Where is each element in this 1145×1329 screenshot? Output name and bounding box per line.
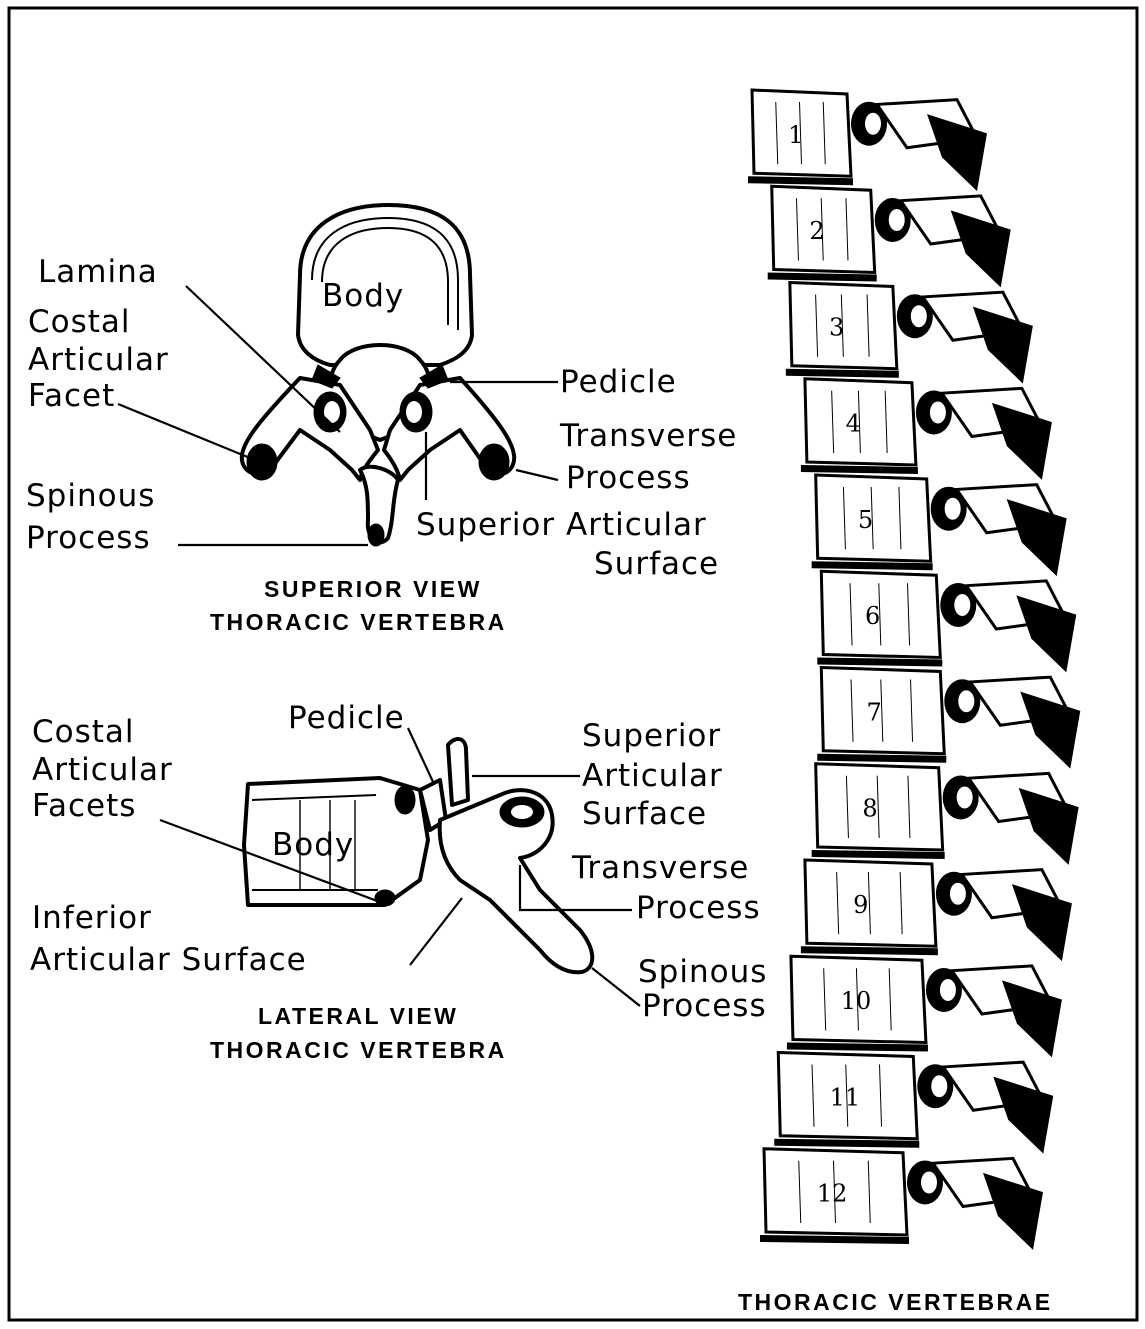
intervertebral-disc bbox=[817, 754, 946, 763]
label-costal-articular-facet-2: Articular bbox=[28, 342, 169, 378]
intervertebral-disc bbox=[748, 176, 853, 185]
rib-facet-hole bbox=[953, 593, 971, 617]
vertebra-number: 6 bbox=[865, 602, 880, 630]
vertebra-number: 2 bbox=[809, 217, 824, 245]
label-spinous-process-1: Spinous bbox=[26, 478, 155, 514]
label-lat-transverse-1: Transverse bbox=[571, 850, 749, 886]
superior-view-drawing bbox=[242, 205, 514, 546]
label-lamina: Lamina bbox=[38, 254, 158, 290]
label-lat-superior-3: Surface bbox=[582, 796, 707, 832]
intervertebral-disc bbox=[812, 850, 945, 859]
label-costal-articular-facet-1: Costal bbox=[28, 304, 131, 340]
label-lat-transverse-2: Process bbox=[636, 890, 761, 926]
intervertebral-disc bbox=[768, 273, 877, 282]
label-lat-spinous-2: Process bbox=[642, 988, 767, 1024]
spinous-process bbox=[1007, 499, 1067, 576]
rib-facet-hole bbox=[920, 1170, 938, 1194]
label-costal-articular-facet-3: Facet bbox=[28, 378, 115, 414]
intervertebral-disc bbox=[812, 561, 933, 570]
spinous-process bbox=[1012, 884, 1072, 961]
rib-facet-hole bbox=[944, 497, 962, 521]
rib-facet-hole bbox=[939, 978, 957, 1002]
rib-facet-hole bbox=[949, 882, 967, 906]
spinous-process bbox=[1002, 980, 1062, 1057]
intervertebral-disc bbox=[787, 1043, 928, 1052]
intervertebral-disc bbox=[801, 946, 938, 955]
label-superior-articular-surface-1: Superior Articular bbox=[416, 507, 707, 543]
rib-facet-hole bbox=[929, 400, 947, 424]
label-lat-pedicle: Pedicle bbox=[288, 700, 405, 736]
label-lat-superior-2: Articular bbox=[582, 758, 723, 794]
label-transverse-process-2: Process bbox=[566, 460, 691, 496]
spinous-process bbox=[1019, 788, 1079, 865]
intervertebral-disc bbox=[774, 1139, 919, 1148]
caption-lateral-view-line2: THORACIC VERTEBRA bbox=[210, 1037, 507, 1063]
label-superior-articular-surface-2: Surface bbox=[594, 546, 719, 582]
caption-thoracic-vertebrae: THORACIC VERTEBRAE bbox=[738, 1289, 1053, 1315]
vertebra-number: 7 bbox=[867, 698, 882, 726]
label-pedicle: Pedicle bbox=[560, 364, 677, 400]
rib-facet-hole bbox=[910, 304, 928, 328]
label-lat-costal-3: Facets bbox=[32, 788, 136, 824]
intervertebral-disc bbox=[760, 1235, 909, 1244]
vertebra-number: 11 bbox=[830, 1083, 861, 1111]
vertebra-number: 1 bbox=[788, 121, 803, 149]
label-lat-costal-1: Costal bbox=[32, 714, 135, 750]
vertebra-number: 4 bbox=[846, 410, 861, 438]
vertebra-number: 9 bbox=[853, 891, 868, 919]
rib-facet-hole bbox=[957, 689, 975, 713]
label-lat-spinous-1: Spinous bbox=[638, 954, 767, 990]
label-lat-inferior-1: Inferior bbox=[32, 900, 152, 936]
vertebra-number: 3 bbox=[829, 313, 844, 341]
spinous-process bbox=[927, 114, 987, 191]
label-lat-costal-2: Articular bbox=[32, 752, 173, 788]
intervertebral-disc bbox=[801, 465, 918, 474]
rib-facet-hole bbox=[930, 1074, 948, 1098]
intervertebral-disc bbox=[786, 369, 899, 378]
caption-lateral-view-line1: LATERAL VIEW bbox=[258, 1003, 458, 1029]
label-body: Body bbox=[322, 278, 404, 314]
vertebra-number: 8 bbox=[862, 795, 877, 823]
caption-superior-view-line2: THORACIC VERTEBRA bbox=[210, 609, 507, 635]
label-transverse-process-1: Transverse bbox=[559, 418, 737, 454]
spinous-process bbox=[1016, 595, 1076, 672]
rib-facet-hole bbox=[888, 208, 906, 232]
spinous-process bbox=[992, 403, 1052, 480]
intervertebral-disc bbox=[817, 658, 942, 667]
label-spinous-process-2: Process bbox=[26, 520, 151, 556]
spinous-process bbox=[973, 307, 1033, 384]
vertebra-number: 12 bbox=[817, 1180, 848, 1208]
caption-superior-view-line1: SUPERIOR VIEW bbox=[264, 576, 482, 602]
spinous-process bbox=[951, 210, 1011, 287]
vertebra-number: 5 bbox=[858, 506, 873, 534]
spinous-process bbox=[1020, 692, 1080, 769]
spinous-process bbox=[993, 1077, 1053, 1154]
spinous-process bbox=[983, 1173, 1043, 1250]
rib-facet-hole bbox=[864, 112, 882, 136]
label-lat-inferior-2: Articular Surface bbox=[30, 942, 307, 978]
vertebra-number: 10 bbox=[841, 987, 872, 1015]
rib-facet-hole bbox=[956, 785, 974, 809]
label-lat-body: Body bbox=[272, 827, 354, 863]
label-lat-superior-1: Superior bbox=[582, 718, 721, 754]
